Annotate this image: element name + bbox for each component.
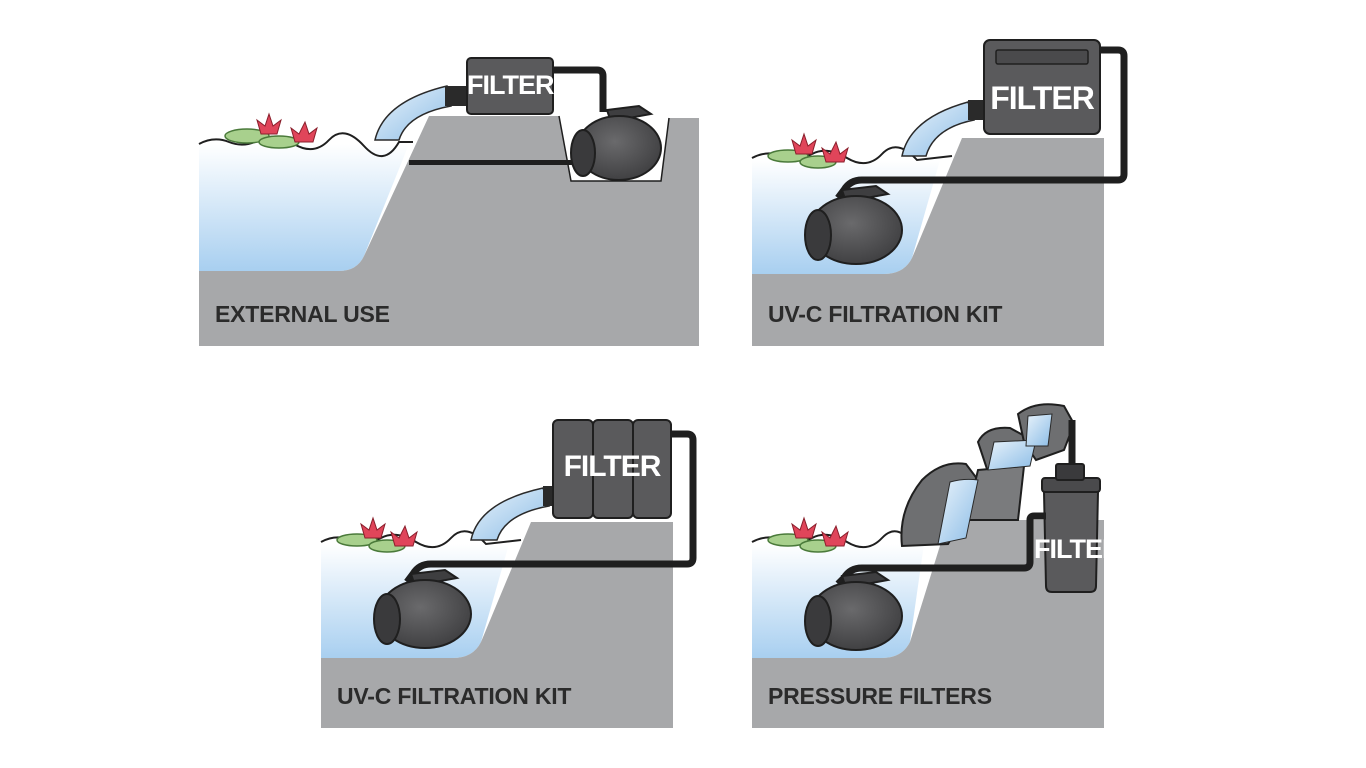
pump	[804, 570, 903, 651]
pipe	[835, 512, 1046, 587]
pressure-filters-illustration	[751, 403, 1104, 728]
ground	[321, 522, 673, 728]
pipe	[835, 46, 1128, 201]
water-lily	[767, 516, 849, 553]
pond-water	[199, 144, 409, 271]
pump	[804, 184, 903, 265]
water-lily	[224, 112, 318, 149]
uvc-kit-illustration	[751, 39, 1128, 346]
pipe	[409, 160, 581, 165]
filter-label: FILTER	[467, 70, 554, 100]
filter-outlet	[445, 86, 467, 106]
pipe	[404, 430, 697, 585]
panel-caption: UV-C FILTRATION KIT	[768, 301, 1003, 327]
filter-box	[1041, 463, 1101, 593]
ground	[752, 138, 1104, 346]
diagram-uvc-filtration-kit: FILTER UV-C FILTRATION KIT	[320, 419, 697, 728]
pump	[570, 104, 662, 181]
water-lily	[336, 516, 418, 553]
panel-caption: PRESSURE FILTERS	[768, 683, 992, 709]
diagram-uvc-filtration-kit: FILTER UV-C FILTRATION KIT	[751, 38, 1128, 346]
pump	[373, 568, 472, 649]
filter-box	[466, 57, 554, 115]
water-lily	[767, 132, 849, 169]
panel-caption: UV-C FILTRATION KIT	[337, 683, 572, 709]
uvc-kit-illustration	[320, 419, 697, 728]
pump-pit	[558, 115, 670, 182]
diagram-pressure-filters: FILTER PRESSURE FILTERS	[751, 403, 1121, 728]
filter-box	[552, 419, 672, 519]
ground	[199, 116, 699, 346]
diagram-external-use: FILTER EXTERNAL USE	[198, 56, 699, 346]
rock-waterfall	[900, 403, 1076, 548]
filter-label: FILTER	[1034, 534, 1121, 564]
filter-label: FILTER	[990, 80, 1095, 116]
pipe	[553, 66, 607, 112]
filter-label: FILTER	[563, 450, 662, 483]
ground	[752, 520, 1104, 728]
panel-caption: EXTERNAL USE	[215, 301, 390, 327]
external-use-illustration	[198, 57, 699, 346]
